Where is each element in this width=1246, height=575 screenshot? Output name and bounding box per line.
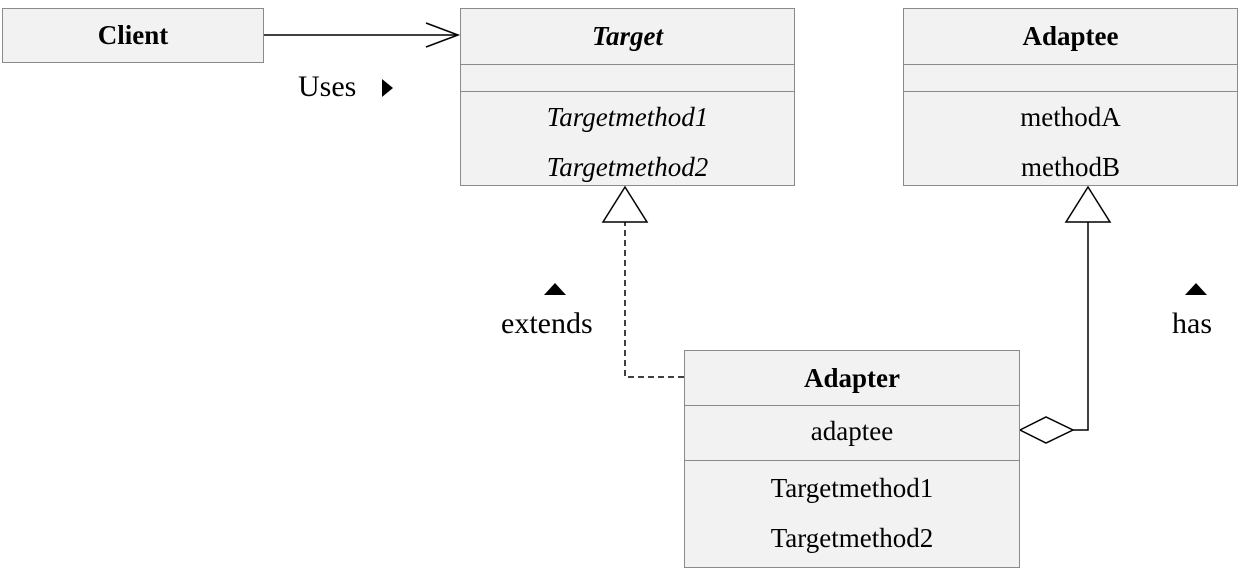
- open-arrowhead-icon: [425, 22, 461, 48]
- class-name: Adapter: [804, 362, 900, 393]
- target-class: Target Targetmethod1 Targetmethod2: [460, 8, 795, 186]
- methods-section: Targetmethod1 Targetmethod2: [461, 91, 794, 192]
- adapter-class: Adapter adaptee Targetmethod1 Targetmeth…: [684, 350, 1020, 568]
- attributes-section: [461, 64, 794, 91]
- attributes-section: [904, 64, 1237, 91]
- hollow-triangle-icon: [1064, 185, 1112, 223]
- methods-section: Targetmethod1 Targetmethod2: [685, 460, 1019, 563]
- attribute-row: adaptee: [810, 416, 894, 446]
- has-label: has: [1172, 307, 1212, 340]
- method-row: Targetmethod2: [770, 523, 934, 553]
- method-row: Targetmethod2: [546, 152, 709, 182]
- extends-label: extends: [501, 307, 593, 340]
- triangle-up-icon: [544, 283, 566, 295]
- client-class: Client: [2, 8, 264, 63]
- class-name: Client: [97, 20, 169, 50]
- has-aggregation: [1018, 185, 1112, 444]
- method-row: methodB: [1021, 152, 1120, 182]
- triangle-right-icon: [382, 79, 393, 97]
- adaptee-class: Adaptee methodA methodB: [903, 8, 1238, 186]
- uses-label: Uses: [298, 70, 357, 103]
- method-row: Targetmethod1: [770, 473, 934, 503]
- class-name: Target: [591, 21, 663, 51]
- method-row: methodA: [1020, 102, 1121, 132]
- attributes-section: adaptee: [685, 405, 1019, 460]
- method-row: Targetmethod1: [546, 102, 709, 132]
- extends-realization: [601, 185, 684, 378]
- hollow-triangle-icon: [601, 185, 649, 223]
- uses-association: [264, 22, 461, 48]
- methods-section: methodA methodB: [904, 91, 1237, 192]
- triangle-up-icon: [1185, 283, 1207, 295]
- hollow-diamond-icon: [1018, 416, 1075, 444]
- class-name: Adaptee: [1022, 21, 1119, 51]
